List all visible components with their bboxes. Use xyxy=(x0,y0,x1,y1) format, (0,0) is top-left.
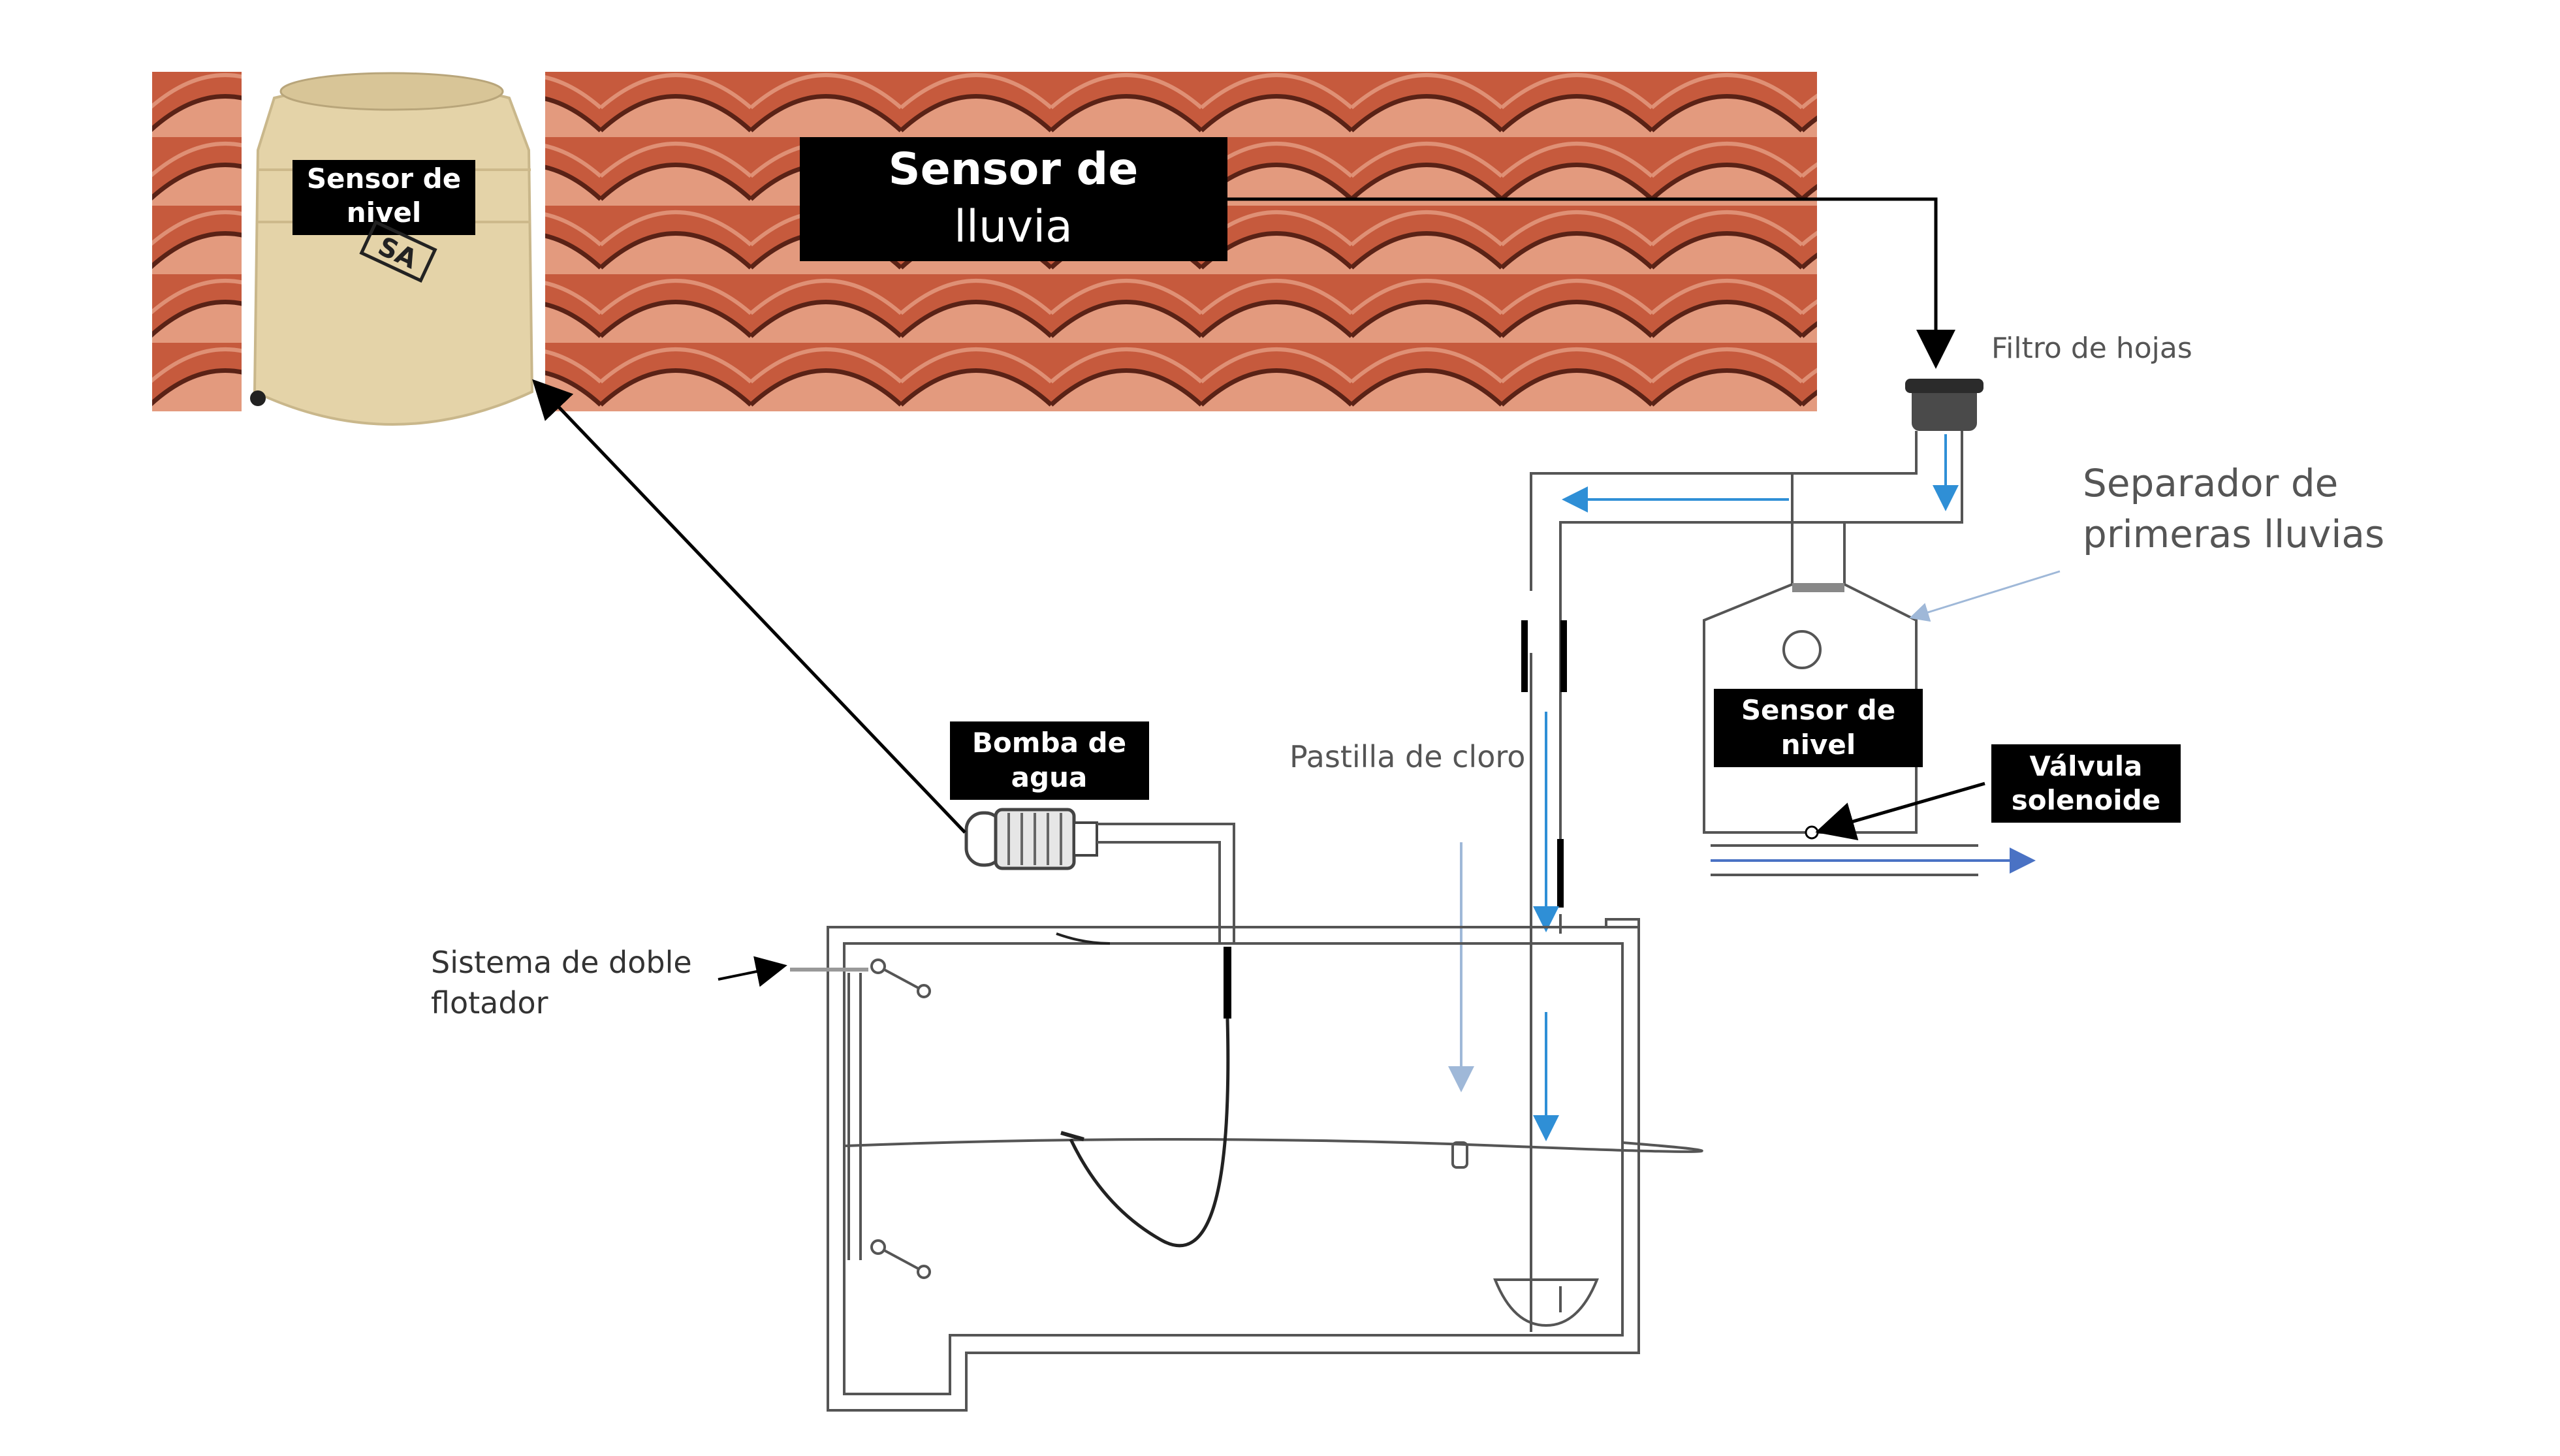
suction-foot-valve xyxy=(1061,1133,1084,1139)
tank-outlet xyxy=(250,390,266,406)
first-flush-pointer xyxy=(1913,571,2060,617)
solenoid-valve-icon xyxy=(1806,827,1818,838)
cistern-water-level xyxy=(845,1139,1702,1152)
rain-sensor-label-line1: Sensor de xyxy=(889,144,1139,195)
chlorine-tablet-icon xyxy=(1453,1143,1467,1167)
roof-water-tank: Sensor de nivel SA xyxy=(250,73,532,424)
float-ball-bottom xyxy=(918,1266,930,1278)
double-float-system: Sistema de doble flotador xyxy=(431,945,930,1278)
cistern-inner-wall xyxy=(844,943,1622,1394)
separator-inlet-cap xyxy=(1792,583,1844,592)
cistern xyxy=(828,919,1702,1410)
leaf-filter-label: Filtro de hojas xyxy=(1991,332,2192,365)
chlorine-tablet: Pastilla de cloro xyxy=(1289,739,1525,1167)
tank-lid xyxy=(281,73,503,110)
water-pump-label-line1: Bomba de xyxy=(972,727,1126,759)
calming-inlet xyxy=(1495,1280,1597,1325)
first-flush-label-line2: primeras lluvias xyxy=(2083,512,2384,556)
float-pivot-bottom xyxy=(872,1241,885,1254)
water-pump: Bomba de agua xyxy=(950,721,1149,868)
pump-piping xyxy=(1097,824,1234,943)
calming-inlet-stem xyxy=(1531,1286,1560,1312)
first-flush-label-line1: Separador de xyxy=(2083,461,2338,505)
solenoid-valve-label-line2: solenoide xyxy=(2012,784,2160,816)
leaf-filter: Filtro de hojas xyxy=(1905,332,2192,431)
chlorine-tablet-label: Pastilla de cloro xyxy=(1289,739,1525,774)
water-pump-label-line2: agua xyxy=(1011,761,1088,793)
pipe-network xyxy=(1531,431,1962,1332)
float-ball-top xyxy=(918,985,930,997)
rain-sensor: Sensor de lluvia xyxy=(800,137,1227,261)
float-pivot-top xyxy=(872,960,885,973)
leaf-filter-cap xyxy=(1905,379,1983,393)
pipe-outer-horizontal xyxy=(1531,431,1916,591)
double-float-label-line2: flotador xyxy=(431,985,548,1021)
tank-level-sensor-label-line1: Sensor de xyxy=(307,163,461,195)
rain-sensor-label-line2: lluvia xyxy=(954,201,1073,253)
separator-level-sensor-label-line2: nivel xyxy=(1781,729,1856,761)
double-float-label-line1: Sistema de doble xyxy=(431,945,692,980)
pump-to-tank-line xyxy=(537,384,965,832)
double-float-pointer xyxy=(718,966,782,979)
separator-level-sensor-label-line1: Sensor de xyxy=(1741,694,1895,726)
suction-hose xyxy=(1071,1019,1228,1246)
solenoid-valve-label-line1: Válvula xyxy=(2030,750,2143,782)
pump-outlet xyxy=(1074,823,1097,855)
pump-cable xyxy=(1056,934,1110,943)
tank-level-sensor-label-line2: nivel xyxy=(347,197,422,229)
